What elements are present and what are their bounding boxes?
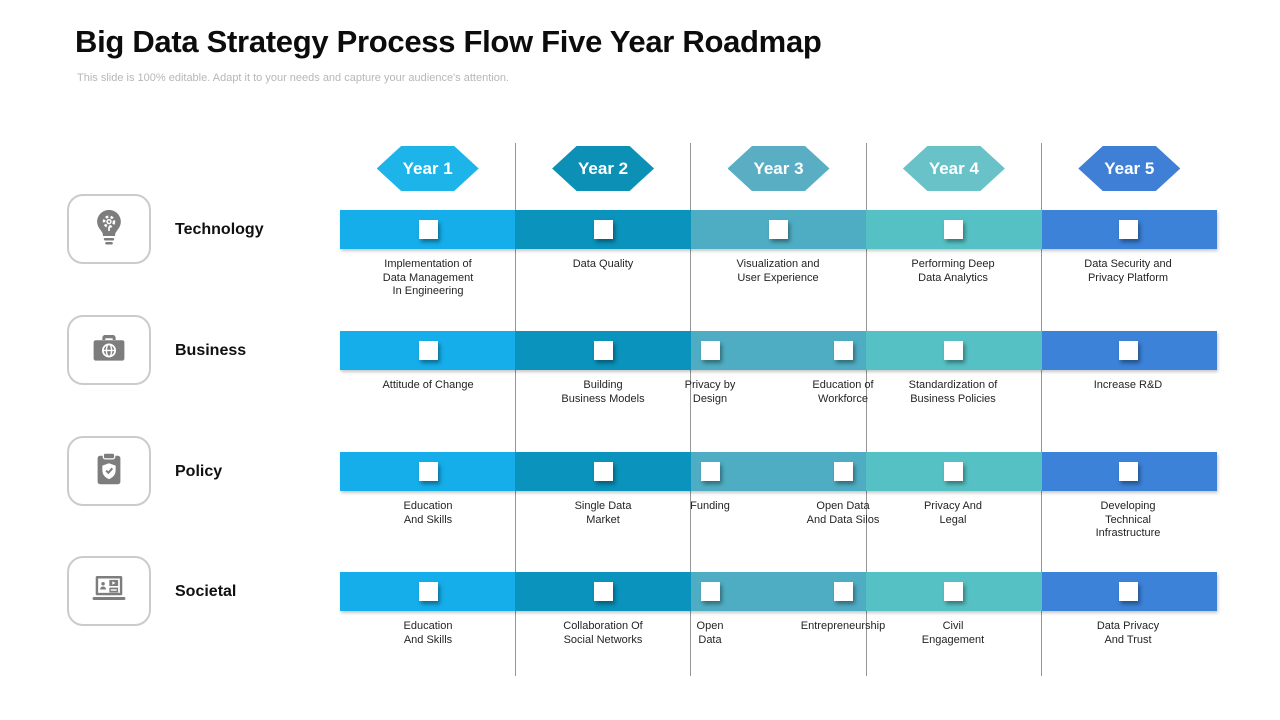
column-grid-line-2 xyxy=(690,143,691,676)
milestone-label: Open Data xyxy=(696,620,724,646)
milestone-label: Increase R&D xyxy=(1093,379,1163,391)
milestone-checkbox[interactable] xyxy=(833,462,853,481)
year-header-4: Year 4 xyxy=(902,146,1005,191)
year-header-label: Year 1 xyxy=(402,158,453,178)
milestone-checkbox[interactable] xyxy=(700,341,720,360)
year-header-5: Year 5 xyxy=(1078,146,1181,191)
milestone-checkbox[interactable] xyxy=(418,220,438,239)
row-label-technology: Technology xyxy=(175,220,264,238)
clipboard-shield-icon xyxy=(90,449,128,494)
year-header-2: Year 2 xyxy=(552,146,655,191)
milestone-label: Data Security and Privacy Platform xyxy=(1084,258,1172,284)
milestone-checkbox[interactable] xyxy=(700,462,720,481)
roadmap-bar-policy xyxy=(340,452,1218,491)
year-header-label: Year 3 xyxy=(753,158,804,178)
milestone-label: Developing Technical Infrastructure xyxy=(1095,500,1161,539)
milestone-checkbox[interactable] xyxy=(1118,341,1138,360)
milestone-checkbox[interactable] xyxy=(943,220,963,239)
milestone-checkbox[interactable] xyxy=(1118,462,1138,481)
milestone-label: Attitude of Change xyxy=(382,379,474,391)
milestone-label: Building Business Models xyxy=(561,379,645,405)
milestone-checkbox[interactable] xyxy=(418,341,438,360)
milestone-checkbox[interactable] xyxy=(833,341,853,360)
milestone-label: Standardization of Business Policies xyxy=(908,379,998,405)
roadmap-bar-societal xyxy=(340,572,1218,611)
milestone-checkbox[interactable] xyxy=(833,582,853,601)
milestone-label: Performing Deep Data Analytics xyxy=(911,258,995,284)
milestone-checkbox[interactable] xyxy=(593,462,613,481)
milestone-label: Education of Workforce xyxy=(812,379,874,405)
page-title: Big Data Strategy Process Flow Five Year… xyxy=(75,24,822,59)
innovation-bulb-icon xyxy=(89,207,129,252)
roadmap-bar-business xyxy=(340,331,1218,370)
briefcase-globe-icon xyxy=(88,327,130,374)
column-grid-line-3 xyxy=(866,143,867,676)
milestone-checkbox[interactable] xyxy=(943,462,963,481)
year-header-1: Year 1 xyxy=(376,146,479,191)
category-icon-box-technology xyxy=(67,194,151,264)
milestone-label: Open Data And Data Silos xyxy=(806,500,880,526)
milestone-label: Privacy And Legal xyxy=(923,500,983,526)
milestone-checkbox[interactable] xyxy=(768,220,788,239)
milestone-checkbox[interactable] xyxy=(593,582,613,601)
milestone-checkbox[interactable] xyxy=(700,582,720,601)
milestone-label: Collaboration Of Social Networks xyxy=(563,620,643,646)
milestone-label: Visualization and User Experience xyxy=(736,258,820,284)
category-icon-box-societal xyxy=(67,556,151,626)
milestone-label: Entrepreneurship xyxy=(800,620,886,632)
milestone-label: Civil Engagement xyxy=(921,620,985,646)
milestone-label: Funding xyxy=(690,500,730,512)
year-header-label: Year 4 xyxy=(928,158,979,178)
milestone-checkbox[interactable] xyxy=(1118,220,1138,239)
milestone-label: Privacy by Design xyxy=(684,379,736,405)
milestone-label: Single Data Market xyxy=(574,500,632,526)
roadmap-bar-technology xyxy=(340,210,1218,249)
milestone-checkbox[interactable] xyxy=(943,582,963,601)
milestone-checkbox[interactable] xyxy=(418,462,438,481)
column-grid-line-4 xyxy=(1041,143,1042,676)
milestone-label: Implementation of Data Management In Eng… xyxy=(382,258,474,297)
milestone-checkbox[interactable] xyxy=(418,582,438,601)
milestone-label: Education And Skills xyxy=(403,620,453,646)
column-grid-line-1 xyxy=(515,143,516,676)
category-icon-box-business xyxy=(67,315,151,385)
year-header-label: Year 2 xyxy=(578,158,629,178)
milestone-checkbox[interactable] xyxy=(1118,582,1138,601)
page-subtitle: This slide is 100% editable. Adapt it to… xyxy=(77,72,509,84)
year-header-label: Year 5 xyxy=(1104,158,1155,178)
year-header-3: Year 3 xyxy=(727,146,830,191)
milestone-checkbox[interactable] xyxy=(593,341,613,360)
milestone-checkbox[interactable] xyxy=(943,341,963,360)
category-icon-box-policy xyxy=(67,436,151,506)
row-label-policy: Policy xyxy=(175,462,223,480)
laptop-social-icon xyxy=(88,568,130,615)
milestone-label: Data Quality xyxy=(572,258,634,270)
row-label-business: Business xyxy=(175,341,247,359)
milestone-label: Data Privacy And Trust xyxy=(1096,620,1160,646)
row-label-societal: Societal xyxy=(175,582,237,600)
milestone-checkbox[interactable] xyxy=(593,220,613,239)
milestone-label: Education And Skills xyxy=(403,500,453,526)
